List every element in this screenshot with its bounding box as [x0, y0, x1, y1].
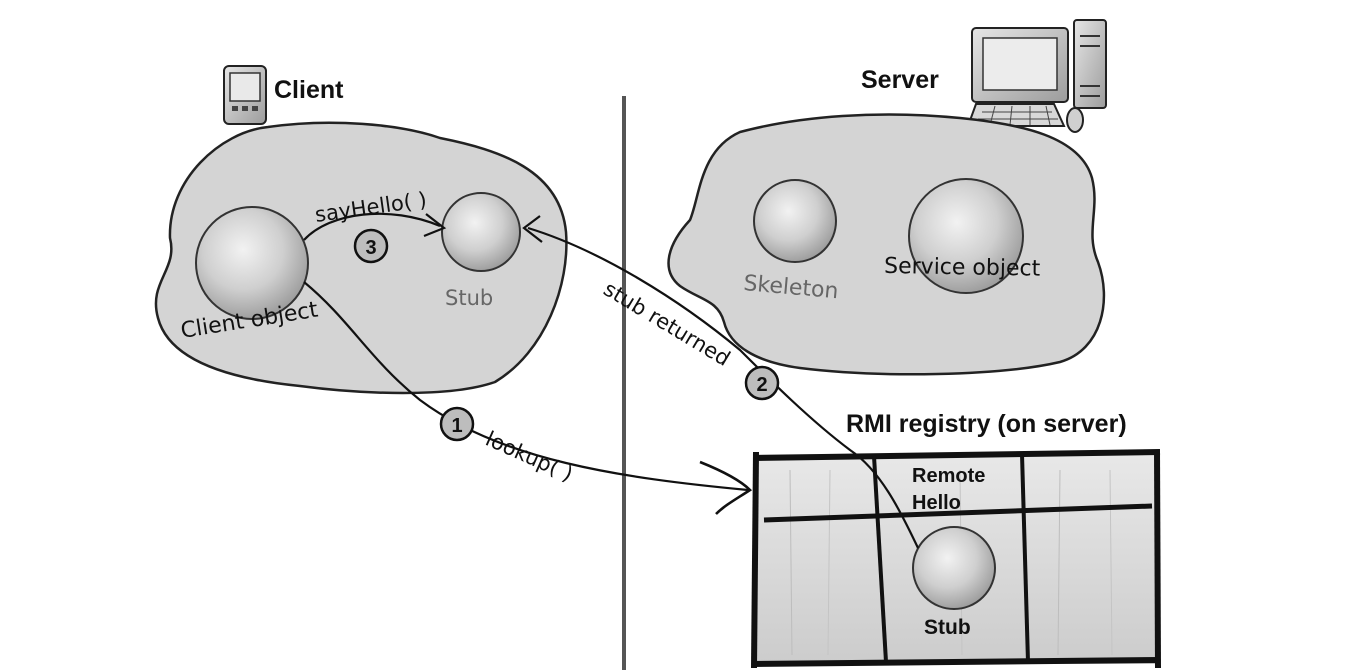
svg-text:2: 2 [756, 374, 767, 396]
client-object-sphere [195, 206, 309, 320]
client-device-icon [223, 65, 267, 125]
registry-entry-name: Remote Hello [912, 465, 991, 514]
svg-text:3: 3 [365, 237, 376, 259]
registry-title: RMI registry (on server) [846, 410, 1127, 438]
step-1-label: lookup( ) [482, 427, 576, 487]
client-stub-label: Stub [445, 286, 493, 310]
server-cloud [667, 113, 1106, 376]
skeleton-sphere [753, 179, 837, 263]
server-computer-icon [966, 19, 1107, 133]
step-2-marker: 2 [744, 365, 780, 401]
server-title: Server [861, 66, 939, 94]
registry-stub-sphere [912, 526, 996, 610]
sayhello-arrow [303, 212, 441, 241]
step-3-marker: 3 [353, 228, 389, 264]
client-title: Client [274, 76, 344, 104]
service-object-sphere [908, 178, 1024, 294]
svg-text:1: 1 [451, 415, 462, 437]
registry-stub-label: Stub [924, 616, 971, 639]
service-object-label: Service object [884, 254, 1041, 282]
step-1-marker: 1 [439, 406, 475, 442]
client-stub-sphere [441, 192, 521, 272]
